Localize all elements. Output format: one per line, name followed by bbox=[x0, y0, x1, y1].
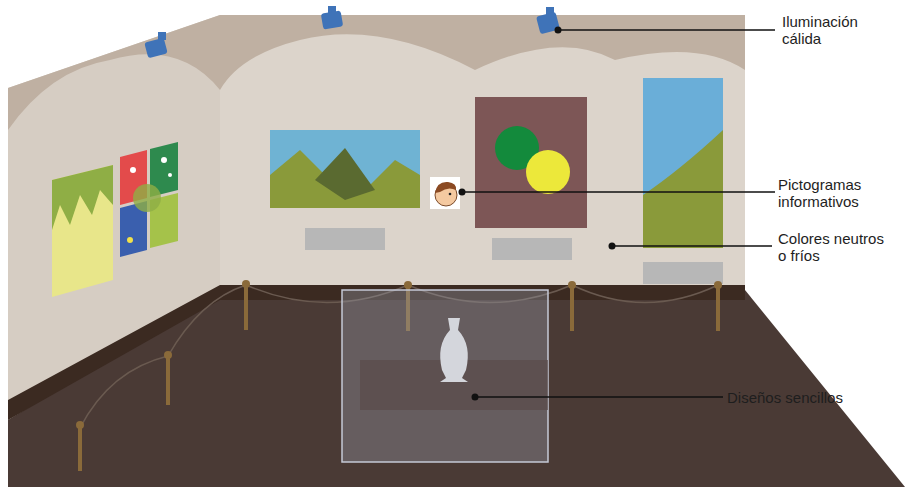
landscape-painting bbox=[270, 130, 420, 208]
display-case bbox=[342, 290, 548, 462]
painting-grass bbox=[52, 165, 113, 230]
callout-label: Diseños sencillos bbox=[727, 389, 843, 406]
plaque bbox=[643, 262, 723, 284]
back-wall bbox=[220, 15, 745, 290]
tall-painting bbox=[643, 78, 723, 248]
barrier-posts bbox=[76, 280, 722, 471]
leader-lines bbox=[462, 30, 775, 397]
four-panel-painting bbox=[120, 142, 178, 257]
pictogram-face bbox=[430, 177, 460, 209]
callout-label: Pictogramas informativos bbox=[778, 176, 890, 210]
painting bbox=[52, 165, 113, 297]
circles-painting bbox=[475, 97, 587, 228]
spotlights bbox=[144, 6, 560, 58]
floor bbox=[8, 290, 905, 487]
plaque bbox=[305, 228, 385, 250]
leader-dots bbox=[459, 27, 616, 401]
mountain-dark bbox=[315, 148, 375, 200]
plaque bbox=[492, 238, 572, 260]
callout-label: Colores neutros o fríos bbox=[778, 230, 890, 264]
callout-label: Iluminación cálida bbox=[782, 13, 894, 47]
arch-band-left bbox=[8, 15, 220, 130]
